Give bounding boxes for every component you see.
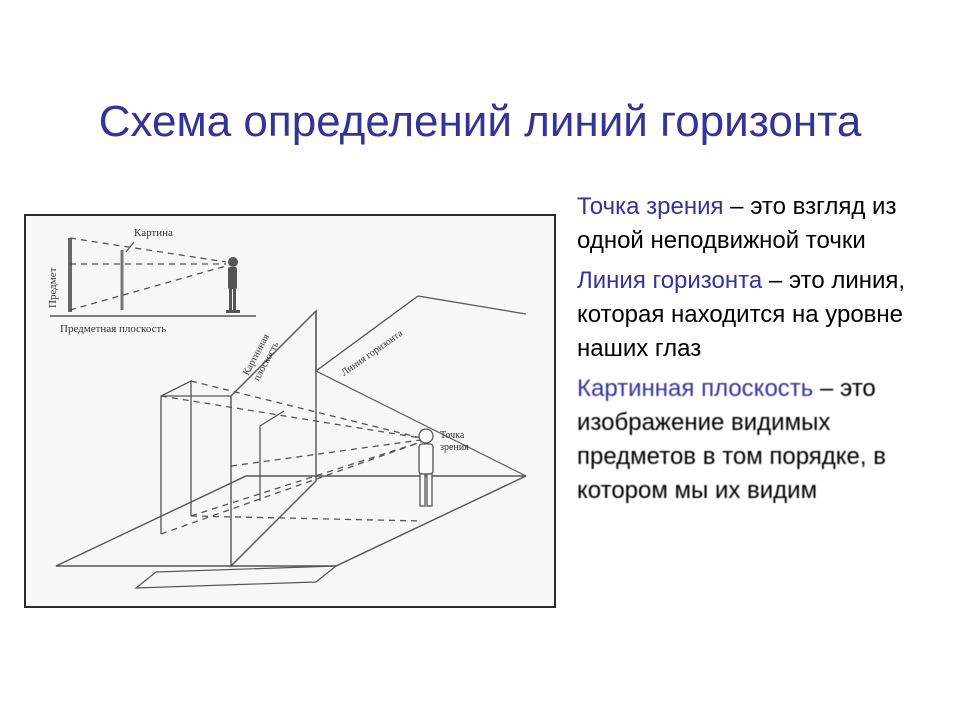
ray-6: [230, 439, 422, 467]
definitions-list: Точка зрения – это взгляд из одной непод…: [577, 190, 917, 514]
label-viewpoint-2: зрения: [440, 442, 469, 453]
label-viewpoint-1: Точка: [440, 430, 465, 441]
inset-ray-bottom: [69, 265, 227, 311]
label-picture: Картина: [134, 227, 173, 239]
term-picture-plane: Картинная плоскость: [577, 375, 814, 402]
ray-3: [160, 441, 422, 535]
definition-horizon-line: Линия горизонта – это линия, которая нах…: [577, 264, 917, 366]
definition-picture-plane-text: – это изображение видимых предметов в то…: [577, 375, 886, 504]
term-viewpoint: Точка зрения: [577, 193, 724, 220]
object-frame: [160, 379, 192, 534]
horizon-plane-side: [315, 370, 527, 477]
inset-person-icon: [226, 257, 240, 313]
definition-horizon-line-text: – это линия, которая находится на уровне…: [577, 267, 906, 362]
ray-2: [190, 380, 422, 439]
label-object-plane: Предметная плоскость: [60, 323, 166, 335]
base-strip: [134, 565, 338, 589]
label-picture-plane: Картинная плоскость: [241, 332, 282, 383]
diagram-svg: Картина Предмет Предметная плоскость Кар…: [47, 227, 527, 589]
definition-viewpoint: Точка зрения – это взгляд из одной непод…: [577, 190, 917, 258]
viewer-person-icon: [418, 428, 434, 507]
ray-5: [190, 515, 422, 522]
ray-1: [160, 395, 422, 439]
ray-4: [190, 441, 422, 517]
label-horizon-line: Линия горизонта: [339, 328, 405, 379]
horizon-plane-top: [417, 295, 527, 315]
inset-ray-top: [69, 237, 227, 263]
label-object: Предмет: [47, 267, 59, 308]
horizon-diagram: Картина Предмет Предметная плоскость Кар…: [24, 214, 556, 608]
ground-plane: [55, 475, 527, 567]
slide-title: Схема определений линий горизонта: [98, 97, 862, 146]
inset-picture-pointer: [125, 241, 135, 253]
definition-picture-plane: Картинная плоскость – это изображение ви…: [577, 372, 917, 508]
term-horizon-line: Линия горизонта: [577, 267, 763, 294]
picture-object-outline: [259, 410, 285, 501]
definition-viewpoint-text: – это взгляд из одной неподвижной точки: [577, 193, 897, 254]
